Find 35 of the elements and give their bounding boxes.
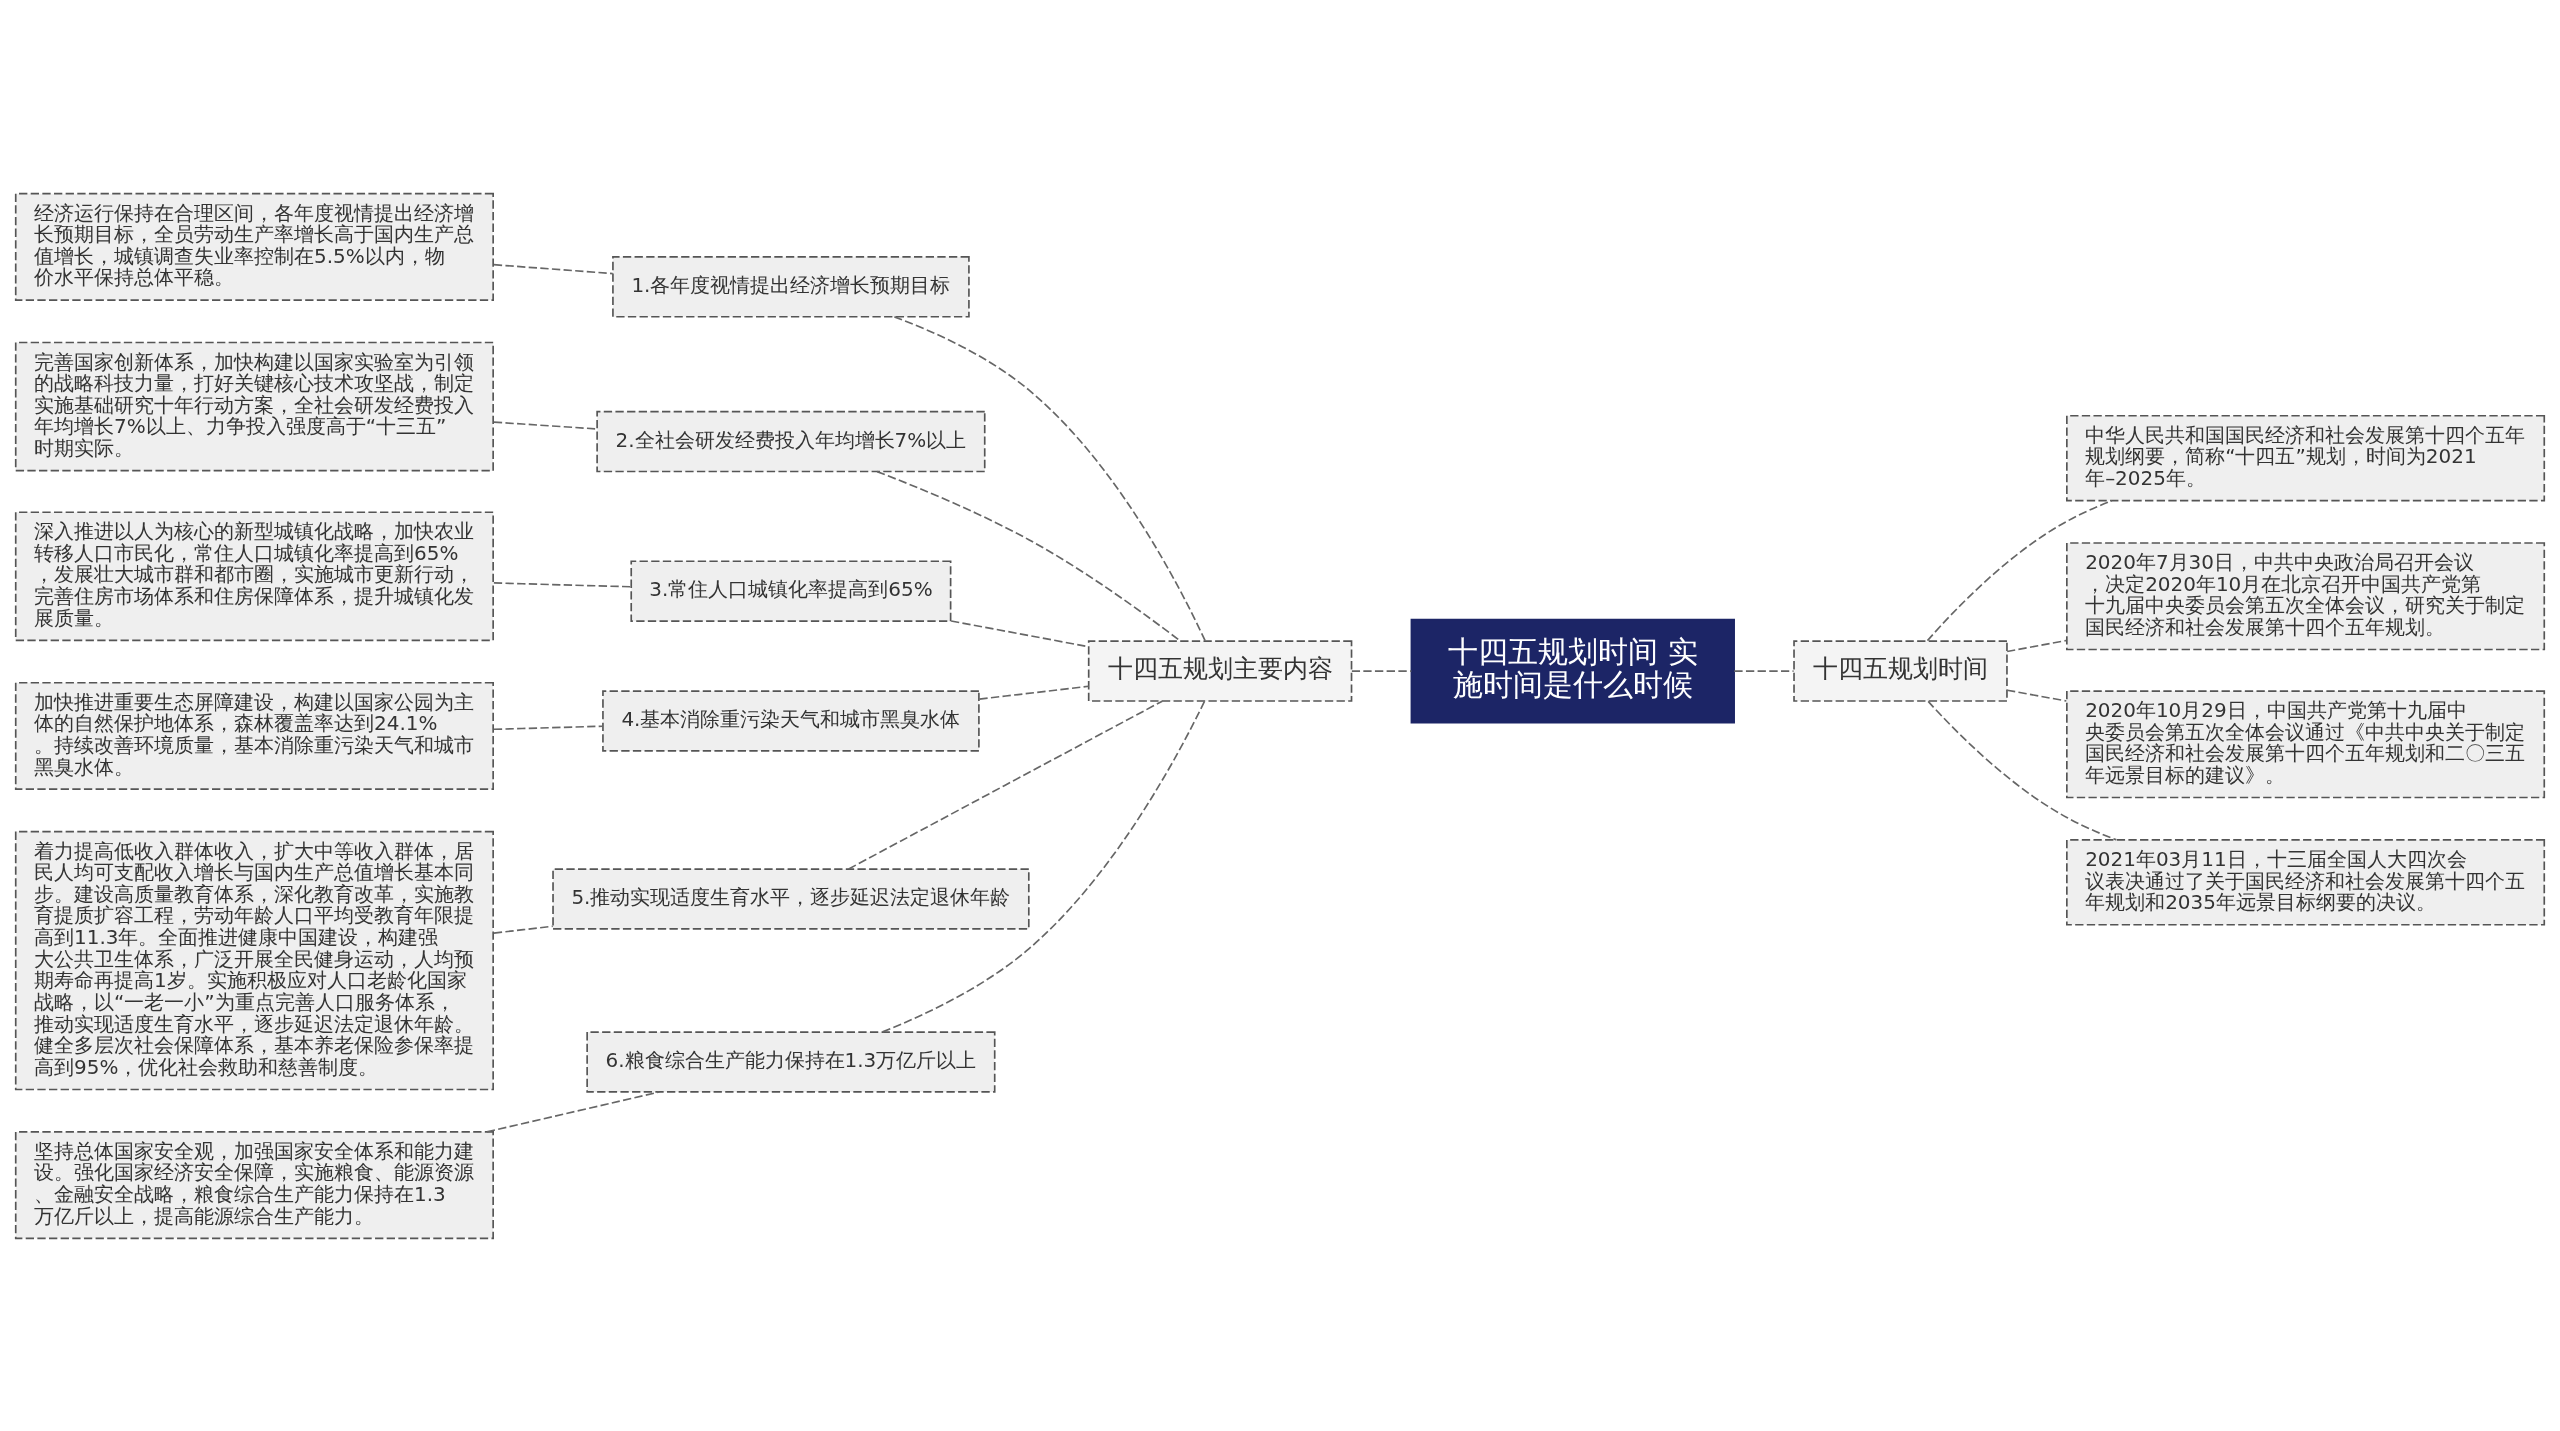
connector	[2006, 639, 2068, 652]
node-box: 3.常住人口城镇化率提高到65%	[630, 559, 952, 622]
node-box: 6.粮食综合生产能力保持在1.3万亿斤以上	[586, 1030, 996, 1093]
node-box: 1.各年度视情提出经济增长预期目标	[612, 255, 970, 318]
connector	[493, 924, 554, 934]
connector	[486, 1090, 661, 1133]
connector	[493, 263, 614, 274]
node-box: 2021年03月11日，十三届全国人大四次会议表决通过了关于国民经济和社会发展第十四个五年规划和2035年远景目标纲要的决议。	[2066, 838, 2546, 926]
node-box: 4.基本消除重污染天气和城市黑臭水体	[602, 689, 980, 752]
node-box: 深入推进以人为核心的新型城镇化战略，加快农业转移人口市民化，常住人口城镇化率提高到65%，发展壮大城市群和都市圈，实施城市更新行动，完善住房市场体系和住房保障体系，提升城镇化发展质量。	[14, 510, 494, 641]
node-box: 十四五规划主要内容	[1087, 639, 1353, 702]
node-box: 着力提高低收入群体收入，扩大中等收入群体，居民人均可支配收入增长与国内生产总值增长基本同步。建设高质量教育体系，深化教育改革，实施教育提质扩容工程，劳动年龄人口平均受教育年限提高到11.3年。全面推进健康中国建设，构建强大公共卫生体系，广泛开展全民健身运动，人均预期寿命再提高1岁。实施积极应对人口老龄化国家战略，以“一老一小”为重点完善人口服务体系，推动实现适度生育水平，逐步延迟法定退休年龄。健全多层次社会保障体系，基本养老保险参保率提高到95%，优化社会救助和慈善制度。	[14, 830, 494, 1090]
node-box: 十四五规划时间	[1793, 639, 2008, 702]
node-box: 坚持总体国家安全观，加强国家安全体系和能力建设。强化国家经济安全保障，实施粮食、能源资源、金融安全战略，粮食综合生产能力保持在1.3万亿斤以上，提高能源综合生产能力。	[14, 1130, 494, 1239]
node-box: 经济运行保持在合理区间，各年度视情提出经济增长预期目标，全员劳动生产率增长高于国内生产总值增长，城镇调查失业率控制在5.5%以内，物价水平保持总体平稳。	[14, 192, 494, 301]
node-box: 2020年10月29日，中国共产党第十九届中央委员会第五次全体会议通过《中共中央关于制定国民经济和社会发展第十四个五年规划和二〇三五年远景目标的建议》。	[2066, 689, 2546, 798]
connector	[2006, 688, 2068, 702]
connector	[1351, 669, 1413, 672]
connector	[876, 470, 1181, 642]
connector	[978, 684, 1090, 700]
node-box: 加快推进重要生态屏障建设，构建以国家公园为主体的自然保护地体系，森林覆盖率达到24.1%。持续改善环境质量，基本消除重污染天气和城市黑臭水体。	[14, 681, 494, 790]
connector	[1733, 669, 1795, 672]
connector	[493, 420, 598, 430]
connector	[493, 581, 632, 588]
connector	[881, 699, 1206, 1033]
connector	[1926, 499, 2113, 641]
connector	[493, 724, 604, 730]
node-box: 中华人民共和国国民经济和社会发展第十四个五年规划纲要，简称“十四五”规划，时间为2021年–2025年。	[2066, 414, 2546, 501]
node-box: 完善国家创新体系，加快构建以国家实验室为引领的战略科技力量，打好关键核心技术攻坚战，制定实施基础研究十年行动方案，全社会研发经费投入年均增长7%以上、力争投入强度高于“十三五”时期实际。	[14, 341, 494, 471]
node-box: 十四五规划时间 实施时间是什么时候	[1410, 618, 1735, 723]
connector	[893, 315, 1206, 642]
node-box: 2020年7月30日，中共中央政治局召开会议，决定2020年10月在北京召开中国共产党第十九届中央委员会第五次全体会议，研究关于制定国民经济和社会发展第十四个五年规划。	[2066, 541, 2546, 650]
node-box: 5.推动实现适度生育水平，逐步延迟法定退休年龄	[552, 867, 1030, 930]
connector	[847, 699, 1164, 870]
node-box: 2.全社会研发经费投入年均增长7%以上	[596, 410, 986, 472]
